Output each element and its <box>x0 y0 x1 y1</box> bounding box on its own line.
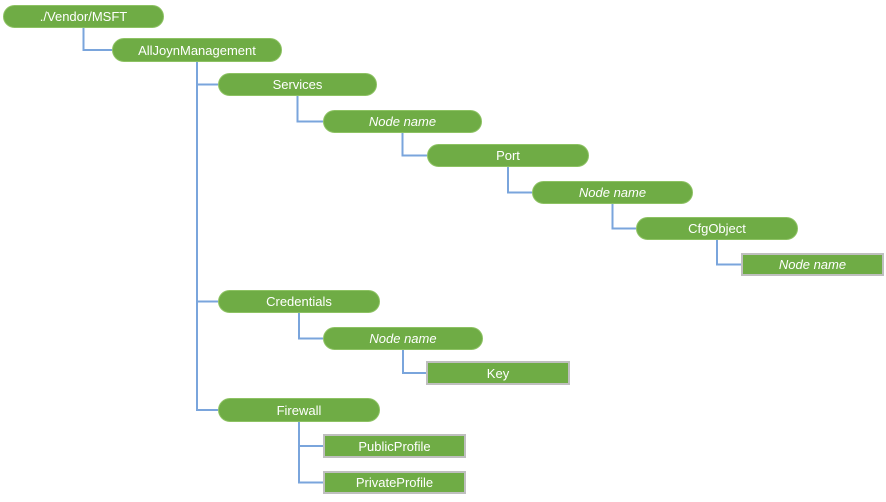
connector-services-nodename <box>296 96 323 123</box>
node-cfgobject-node-name: Node name <box>741 253 884 276</box>
node-alljoyn-management: AllJoynManagement <box>112 38 282 62</box>
node-vendor-msft: ./Vendor/MSFT <box>3 5 164 28</box>
node-key: Key <box>426 361 570 385</box>
node-port: Port <box>427 144 589 167</box>
connector-nodename-key <box>402 350 426 374</box>
node-services-node-name: Node name <box>323 110 482 133</box>
node-cfgobject: CfgObject <box>636 217 798 240</box>
connector-nodename-port <box>401 133 427 157</box>
connector-port-nodename <box>507 167 532 194</box>
connector-alljoyn-trunk <box>196 62 218 411</box>
node-publicprofile: PublicProfile <box>323 434 466 458</box>
connector-firewall-trunk <box>298 422 323 484</box>
connector-nodename-cfgobject <box>611 204 636 230</box>
node-credentials-node-name: Node name <box>323 327 483 350</box>
node-services: Services <box>218 73 377 96</box>
connector-cfgobject-nodename <box>716 240 741 266</box>
node-credentials: Credentials <box>218 290 380 313</box>
node-firewall: Firewall <box>218 398 380 422</box>
node-port-node-name: Node name <box>532 181 693 204</box>
connector-vendor-alljoyn <box>82 28 112 51</box>
node-privateprofile: PrivateProfile <box>323 471 466 494</box>
connector-credentials-nodename <box>298 313 323 340</box>
